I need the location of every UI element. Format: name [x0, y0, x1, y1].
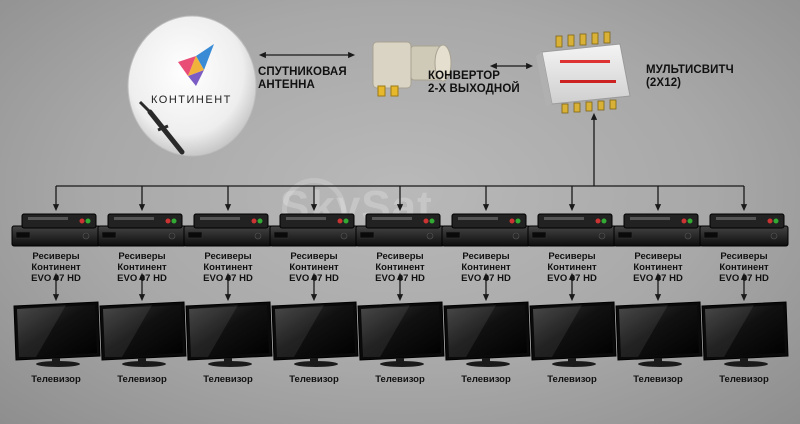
antenna-label: СПУТНИКОВАЯ АНТЕННА: [258, 66, 347, 92]
receiver-icon: [355, 213, 445, 247]
multiswitch-label-line2: (2Х12): [646, 77, 682, 89]
receiver-label-line2: EVO 07 HD: [203, 273, 253, 284]
receiver-label-line2: EVO 07 HD: [375, 273, 425, 284]
tv-label: Телевизор: [117, 374, 167, 385]
tvs-row: [13, 301, 789, 367]
receiver-label-line2: EVO 07 HD: [719, 273, 769, 284]
receiver-label-line1: Ресиверы Континент: [117, 251, 167, 273]
multiswitch-label: МУЛЬТИСВИТЧ (2Х12): [646, 64, 734, 90]
tv-label: Телевизор: [375, 374, 425, 385]
receiver-icon: [183, 213, 273, 247]
bus-drops: [52, 186, 748, 302]
receiver-label-line1: Ресиверы Континент: [375, 251, 425, 273]
receiver-label-line2: EVO 07 HD: [289, 273, 339, 284]
tv-icon: [529, 301, 617, 367]
tv-label: Телевизор: [203, 374, 253, 385]
receiver-label-line2: EVO 07 HD: [461, 273, 511, 284]
tv-icon: [99, 301, 187, 367]
receiver-label-line1: Ресиверы Континент: [719, 251, 769, 273]
tv-icon: [13, 301, 101, 367]
tv-label: Телевизор: [461, 374, 511, 385]
receiver-label-line1: Ресиверы Континент: [633, 251, 683, 273]
receiver-label-line2: EVO 07 HD: [31, 273, 81, 284]
receiver-label-line1: Ресиверы Континент: [547, 251, 597, 273]
receiver-label-line2: EVO 07 HD: [633, 273, 683, 284]
tv-icon: [185, 301, 273, 367]
converter-lnb-icon: [372, 41, 452, 97]
antenna-label-line1: СПУТНИКОВАЯ: [258, 66, 347, 78]
receiver-icon: [269, 213, 359, 247]
tv-label: Телевизор: [31, 374, 81, 385]
receiver-icon: [11, 213, 101, 247]
receiver-label-line2: EVO 07 HD: [117, 273, 167, 284]
tv-icon: [701, 301, 789, 367]
converter-label-line2: 2-Х ВЫХОДНОЙ: [428, 83, 520, 95]
receiver-label-line1: Ресиверы Континент: [203, 251, 253, 273]
antenna-brand-label: КОНТИНЕНТ: [151, 94, 232, 106]
receiver-icon: [97, 213, 187, 247]
receiver-icon: [613, 213, 703, 247]
receiver-label-line2: EVO 07 HD: [547, 273, 597, 284]
multiswitch-icon: [536, 31, 631, 114]
tv-icon: [443, 301, 531, 367]
converter-label-line1: КОНВЕРТОР: [428, 70, 501, 82]
receivers-row: [11, 213, 789, 247]
receiver-label-line1: Ресиверы Континент: [31, 251, 81, 273]
converter-label: КОНВЕРТОР 2-Х ВЫХОДНОЙ: [428, 70, 520, 96]
receiver-label-line1: Ресиверы Континент: [461, 251, 511, 273]
tv-icon: [615, 301, 703, 367]
receiver-icon: [441, 213, 531, 247]
tv-label: Телевизор: [633, 374, 683, 385]
satellite-dish-icon: [127, 15, 257, 157]
tv-label: Телевизор: [289, 374, 339, 385]
receiver-label-line1: Ресиверы Континент: [289, 251, 339, 273]
receiver-icon: [527, 213, 617, 247]
receiver-icon: [699, 213, 789, 247]
antenna-label-line2: АНТЕННА: [258, 79, 315, 91]
tv-icon: [357, 301, 445, 367]
tv-label: Телевизор: [547, 374, 597, 385]
tv-icon: [271, 301, 359, 367]
multiswitch-label-line1: МУЛЬТИСВИТЧ: [646, 64, 734, 76]
tv-label: Телевизор: [719, 374, 769, 385]
